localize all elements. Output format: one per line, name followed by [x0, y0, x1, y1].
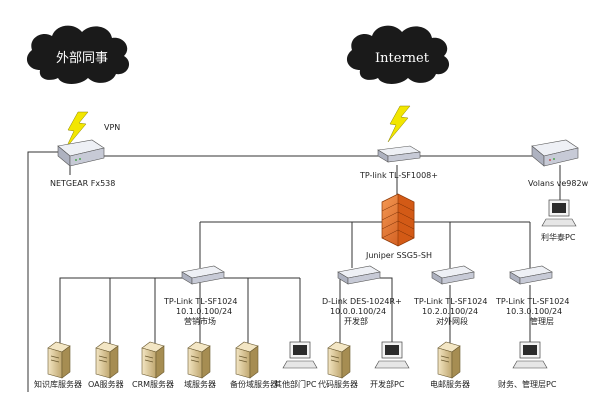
- other-pc-label: 其他部门PC: [274, 379, 317, 389]
- internet-lightning-icon: [387, 105, 411, 143]
- email-server-icon[interactable]: [437, 341, 461, 379]
- backup-server-label: 备份域服务器: [230, 379, 278, 389]
- dev-pc-icon[interactable]: [374, 341, 410, 369]
- netgear-label: NETGEAR Fx538: [50, 179, 115, 188]
- dev-switch-ip: 10.0.0.100/24: [330, 307, 386, 316]
- market-switch-icon[interactable]: [181, 265, 225, 285]
- finance-pc-label: 财务、管理层PC: [498, 379, 557, 389]
- vpn-label: VPN: [104, 123, 120, 132]
- lihuatai-label: 利华泰PC: [541, 232, 576, 242]
- other-pc-icon[interactable]: [282, 341, 318, 369]
- lihuatai-pc-icon[interactable]: [541, 199, 577, 227]
- finance-pc-icon[interactable]: [512, 341, 548, 369]
- vpn-lightning-icon: [65, 111, 89, 149]
- dev-switch-dept: 开发部: [344, 316, 368, 326]
- backup-server-icon[interactable]: [235, 341, 259, 379]
- kb-server-icon[interactable]: [47, 341, 71, 379]
- mgmt-switch-dept: 管理层: [530, 316, 554, 326]
- market-switch-model: TP-Link TL-SF1024: [163, 297, 237, 306]
- mgmt-switch-model: TP-Link TL-SF1024: [495, 297, 569, 306]
- web-switch-model: TP-Link TL-SF1024: [413, 297, 487, 306]
- web-switch-ip: 10.2.0.100/24: [422, 307, 478, 316]
- mgmt-switch-ip: 10.3.0.100/24: [506, 307, 562, 316]
- oa-server-label: OA服务器: [88, 379, 124, 389]
- dev-switch-icon[interactable]: [337, 265, 381, 285]
- domain-server-label: 域服务器: [184, 379, 216, 389]
- market-switch-ip: 10.1.0.100/24: [176, 307, 232, 316]
- volans-label: Volans ve982w: [528, 179, 589, 188]
- tplink-top-switch-icon[interactable]: [377, 145, 421, 163]
- dev-pc-label: 开发部PC: [370, 379, 405, 389]
- juniper-label: Juniper SSG5-SH: [365, 251, 432, 260]
- external-colleagues-cloud: 外部同事: [26, 25, 130, 84]
- kb-server-label: 知识库服务器: [34, 379, 82, 389]
- oa-server-icon[interactable]: [95, 341, 119, 379]
- mgmt-switch-icon[interactable]: [509, 265, 553, 285]
- web-switch-icon[interactable]: [431, 265, 475, 285]
- crm-server-icon[interactable]: [141, 341, 165, 379]
- volans-router-icon[interactable]: [531, 139, 579, 167]
- cloud-right-label: Internet: [375, 51, 430, 66]
- email-server-label: 电邮服务器: [430, 379, 470, 389]
- market-switch-dept: 营销市场: [184, 316, 216, 326]
- netgear-router-icon[interactable]: [57, 139, 105, 167]
- domain-server-icon[interactable]: [187, 341, 211, 379]
- tplink-top-label: TP-link TL-SF1008+: [359, 171, 438, 180]
- cloud-left-label: 外部同事: [56, 51, 108, 66]
- code-server-icon[interactable]: [327, 341, 351, 379]
- crm-server-label: CRM服务器: [132, 379, 174, 389]
- dev-switch-model: D-Link DES-1024R+: [322, 297, 402, 306]
- connection-lines: [27, 151, 561, 392]
- juniper-firewall-icon[interactable]: [381, 193, 415, 247]
- code-server-label: 代码服务器: [318, 379, 358, 389]
- internet-cloud: Internet: [346, 25, 450, 84]
- web-switch-dept: 对外网段: [436, 316, 468, 326]
